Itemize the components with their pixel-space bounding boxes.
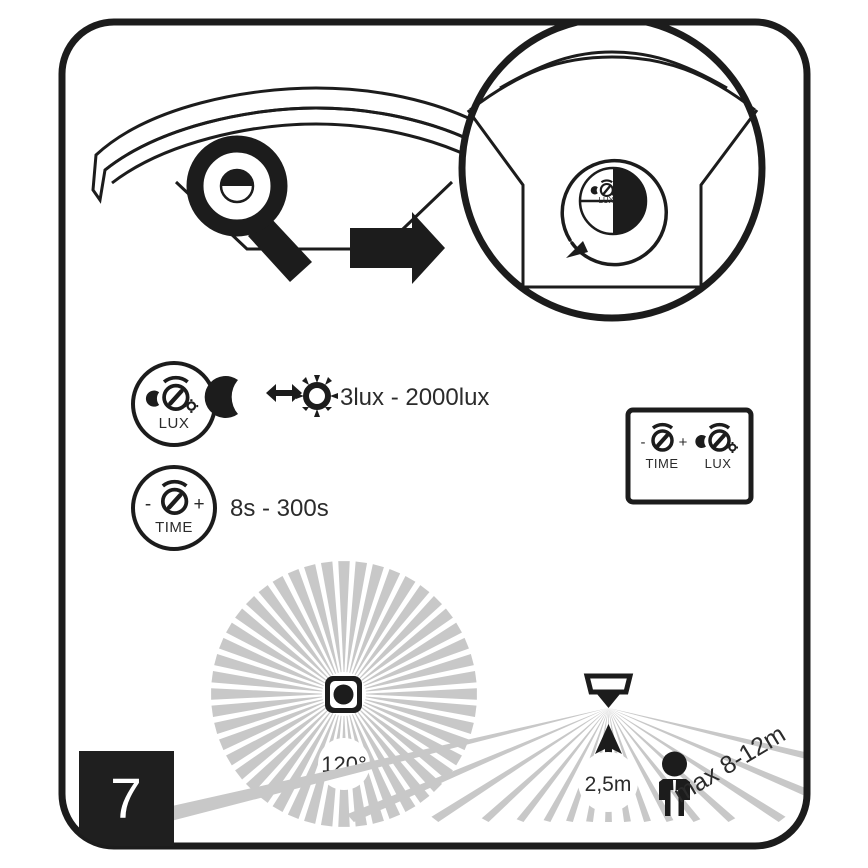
detection-beam (347, 708, 609, 822)
coverage-sensor-icon (325, 676, 362, 713)
coverage-ray (357, 585, 430, 677)
magnifier-icon (186, 135, 312, 282)
mounting-cone (160, 708, 807, 822)
panel-time-plus: + (679, 434, 688, 451)
coverage-ray (352, 569, 401, 674)
instruction-frame (58, 18, 811, 850)
mounting-height-label: 2,5m (578, 752, 638, 812)
rotation-arrow-head (566, 241, 588, 258)
coverage-ray (211, 688, 323, 700)
time-range-text: 8s - 300s (230, 495, 329, 522)
detection-beam (608, 708, 701, 822)
lux-range-text: 3lux - 2000lux (340, 384, 489, 411)
coverage-ray (214, 699, 323, 734)
detail-lux-glyph: LUX (590, 179, 618, 205)
panel-lux-label: LUX (705, 456, 732, 471)
coverage-ray (361, 707, 453, 780)
double-arrow-icon (266, 384, 302, 402)
arrow-right-icon (350, 212, 445, 284)
lux-dial-badge: LUX (131, 361, 217, 447)
coverage-ray (214, 654, 323, 689)
coverage-ray (219, 702, 324, 751)
detection-beam (481, 708, 609, 822)
coverage-ray (245, 595, 329, 679)
coverage-ray (219, 637, 324, 686)
height-text: 2,5m (585, 773, 632, 796)
coverage-ray (349, 564, 384, 673)
detection-beam (608, 708, 786, 822)
coverage-ray (365, 696, 477, 718)
detection-beam (608, 708, 807, 822)
detection-beam (431, 708, 609, 822)
step-number: 7 (110, 767, 142, 831)
person-icon (659, 751, 690, 816)
time-minus-label: - (145, 494, 151, 515)
panel-time-minus: - (641, 434, 646, 451)
coverage-ray (258, 585, 331, 677)
coverage-ray (258, 711, 331, 803)
coverage-ray (346, 561, 368, 673)
coverage-ray (364, 702, 469, 751)
coverage-fan (211, 561, 477, 827)
coverage-ray (287, 714, 336, 819)
detection-beam (543, 708, 609, 822)
coverage-ray (365, 670, 477, 692)
coverage-ray (364, 637, 469, 686)
coverage-ray (226, 704, 326, 766)
coverage-ray (365, 654, 474, 689)
sun-icon (296, 375, 338, 417)
coverage-ray (365, 688, 477, 700)
time-dial-label: TIME (155, 519, 193, 536)
coverage-ray (304, 564, 339, 673)
panel-time-dial: - + TIME (641, 422, 688, 471)
detail-circle: LUX (458, 22, 766, 322)
coverage-ray (235, 608, 327, 681)
coverage-ray (359, 709, 443, 793)
panel-time-label: TIME (645, 456, 678, 471)
coverage-ray (226, 622, 326, 684)
detail-dial-label: LUX (599, 196, 615, 205)
rotation-arrow-icon (560, 158, 668, 267)
lux-dial-label: LUX (159, 415, 190, 432)
coverage-ray (354, 576, 416, 676)
coverage-ray (235, 707, 327, 780)
detection-beam (160, 708, 609, 822)
coverage-ray (211, 696, 323, 718)
step-badge: 7 (79, 751, 174, 846)
ceiling-sensor-icon (583, 673, 634, 708)
coverage-ray (365, 699, 474, 734)
coverage-ray (245, 709, 329, 793)
coverage-ray (211, 670, 323, 692)
detection-beam (516, 708, 609, 822)
coverage-ray (287, 569, 336, 674)
coverage-ray (272, 576, 334, 676)
detail-lux-dial: LUX (578, 166, 648, 236)
time-dial-badge: - + TIME (131, 465, 217, 551)
coverage-ray (320, 561, 342, 673)
panel-lux-dial: LUX (695, 422, 738, 471)
moon-icon (204, 376, 238, 419)
coverage-ray (361, 608, 453, 681)
time-plus-label: + (193, 494, 204, 515)
detection-beam (608, 708, 674, 822)
adjust-panel: - + TIME (625, 407, 754, 505)
coverage-ray (338, 561, 350, 673)
coverage-ray (362, 622, 462, 684)
coverage-ray (359, 595, 443, 679)
